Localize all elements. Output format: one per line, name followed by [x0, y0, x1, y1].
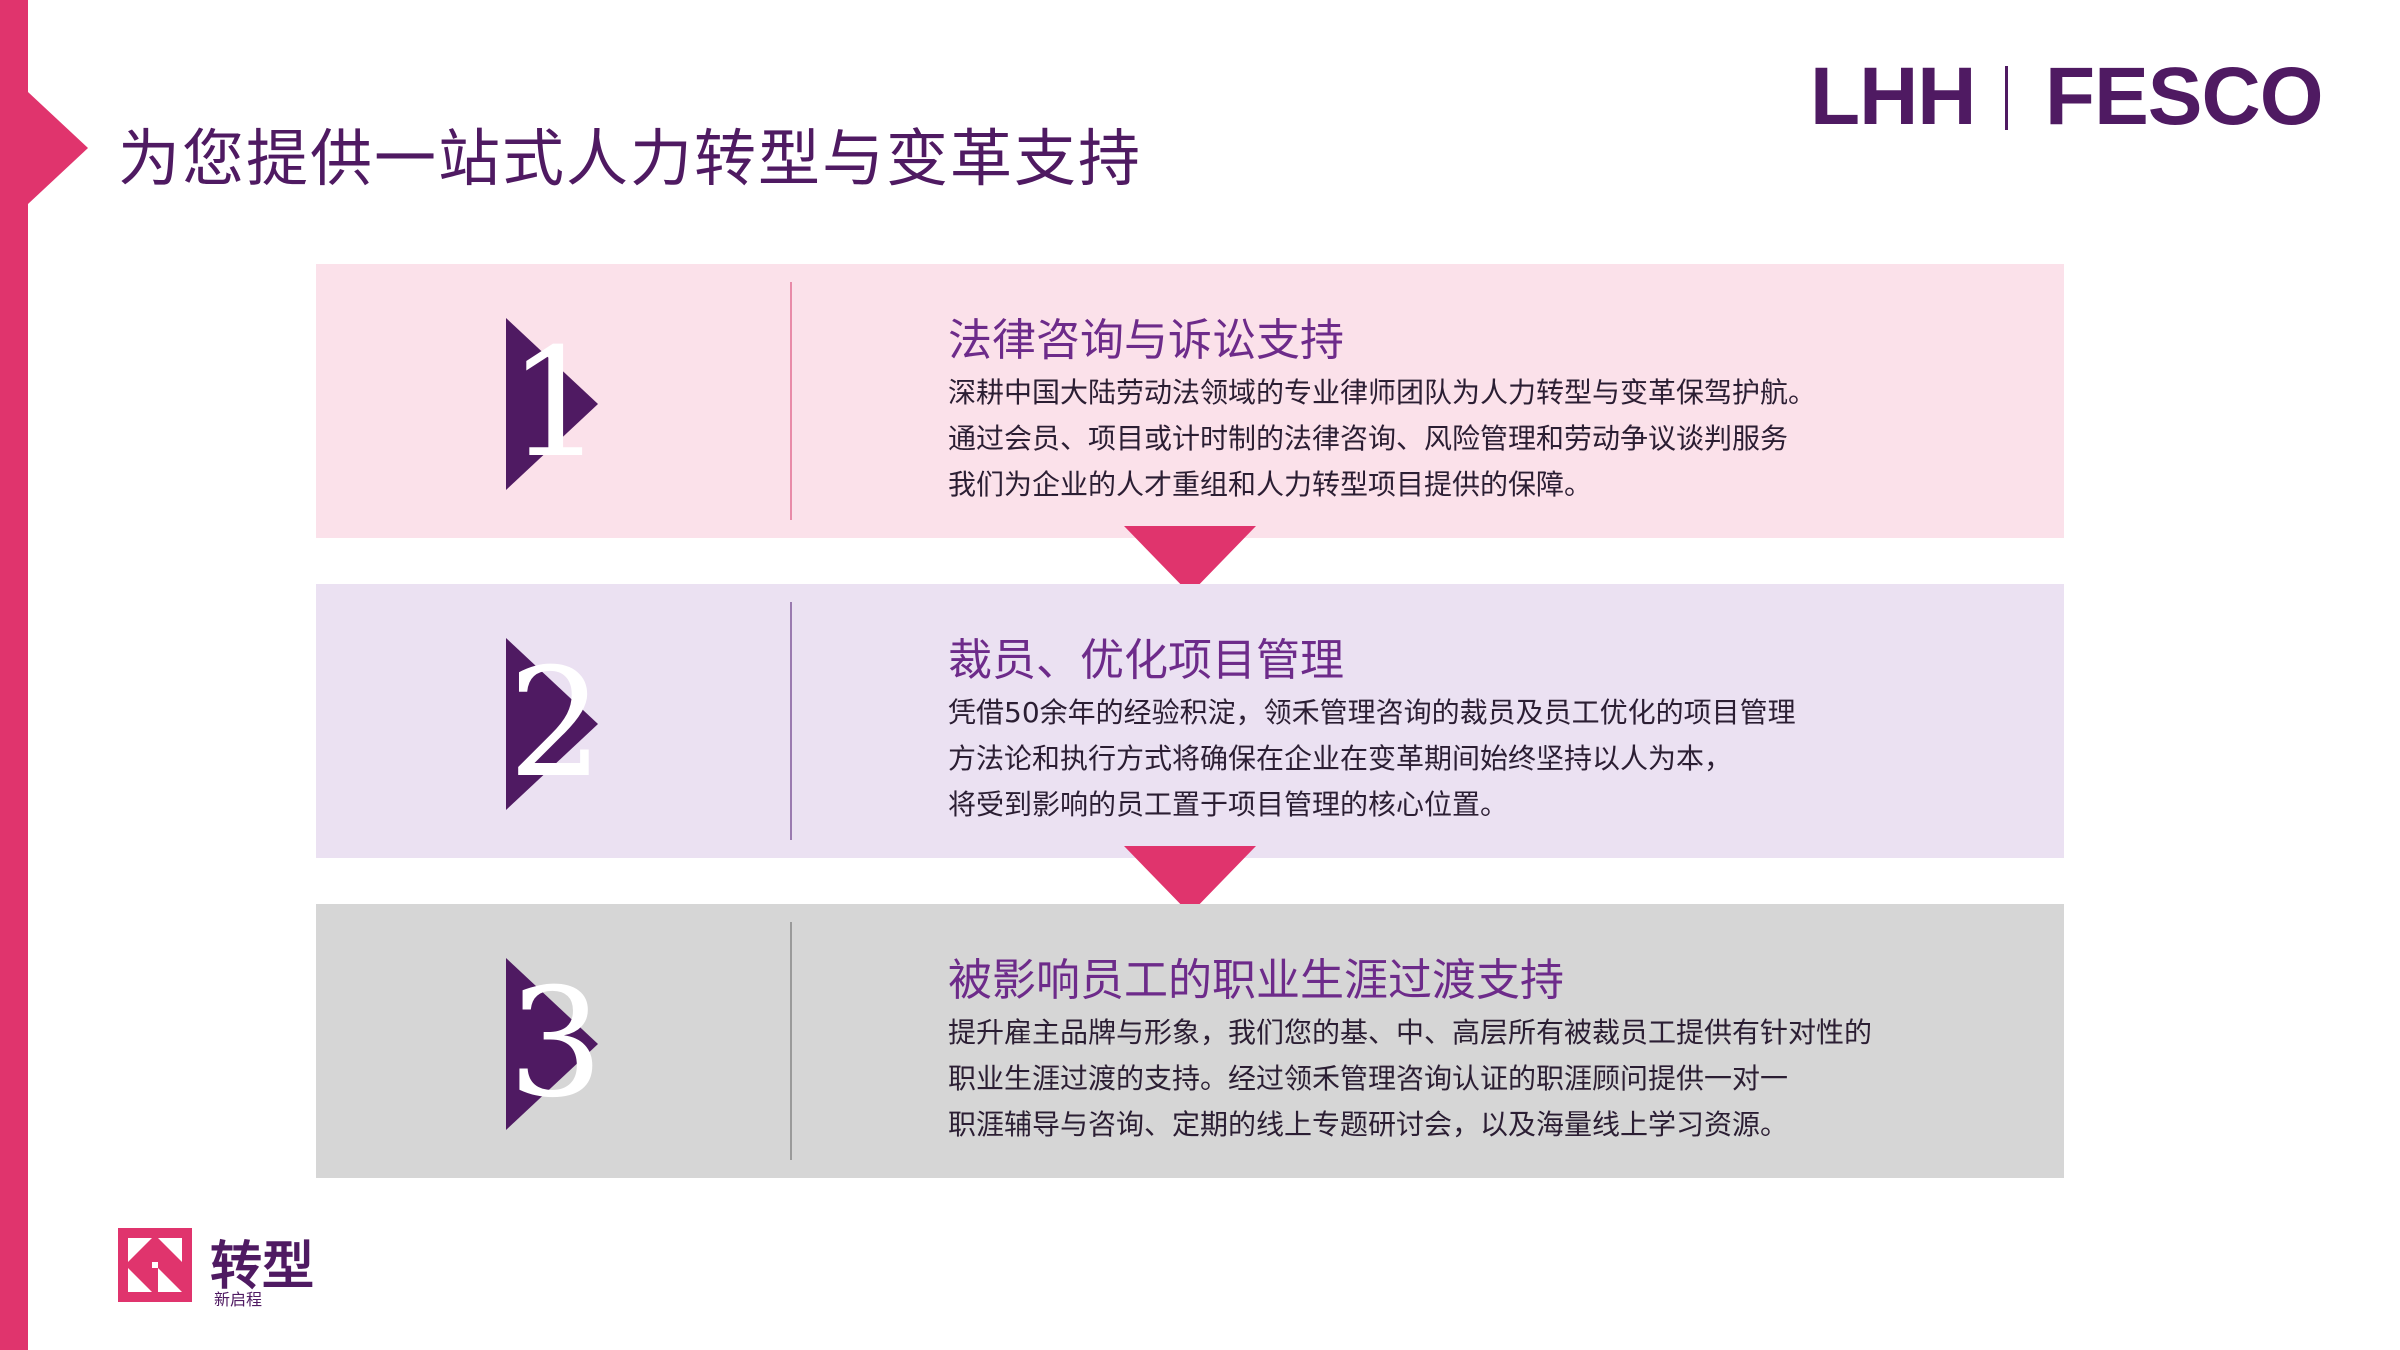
step-number: 1 — [508, 317, 604, 491]
brand-logo-icon — [118, 1228, 192, 1302]
page-title: 为您提供一站式人力转型与变革支持 — [118, 122, 1143, 195]
left-accent-rail — [0, 0, 28, 1350]
step-triangle-icon — [506, 318, 598, 490]
brand-name: 转型 — [210, 1237, 315, 1297]
step-triangle-icon — [506, 958, 598, 1130]
step-number: 2 — [508, 637, 604, 811]
step-card-1: 1 法律咨询与诉讼支持 深耕中国大陆劳动法领域的专业律师团队为人力转型与变革保驾… — [316, 264, 2064, 538]
step-description-line: 通过会员、项目或计时制的法律咨询、风险管理和劳动争议谈判服务 — [948, 422, 1789, 455]
step-title: 裁员、优化项目管理 — [948, 635, 1344, 686]
step-card-3: 3 被影响员工的职业生涯过渡支持 提升雇主品牌与形象，我们您的基、中、高层所有被… — [316, 904, 2064, 1178]
lhh-logo: LHH — [1810, 51, 1977, 142]
step-triangle-icon — [506, 638, 598, 810]
step-card-2: 2 裁员、优化项目管理 凭借50余年的经验积淀，领禾管理咨询的裁员及员工优化的项… — [316, 584, 2064, 858]
step-number: 3 — [508, 957, 604, 1131]
down-arrow-icon — [1124, 846, 1256, 914]
step-divider — [790, 922, 792, 1160]
brand-tagline: 新启程 — [214, 1290, 263, 1309]
title-arrow-marker — [28, 92, 88, 204]
step-description-line: 职涯辅导与咨询、定期的线上专题研讨会，以及海量线上学习资源。 — [948, 1108, 1789, 1141]
step-description-line: 方法论和执行方式将确保在企业在变革期间始终坚持以人为本， — [948, 742, 1733, 775]
step-description-line: 我们为企业的人才重组和人力转型项目提供的保障。 — [948, 468, 1593, 501]
step-description-line: 职业生涯过渡的支持。经过领禾管理咨询认证的职涯顾问提供一对一 — [948, 1062, 1789, 1095]
step-description: 提升雇主品牌与形象，我们您的基、中、高层所有被裁员工提供有针对性的 职业生涯过渡… — [948, 1010, 1872, 1148]
step-description-line: 提升雇主品牌与形象，我们您的基、中、高层所有被裁员工提供有针对性的 — [948, 1016, 1873, 1049]
step-description-line: 凭借50余年的经验积淀，领禾管理咨询的裁员及员工优化的项目管理 — [948, 696, 1796, 729]
step-title: 被影响员工的职业生涯过渡支持 — [948, 955, 1564, 1006]
step-divider — [790, 282, 792, 520]
step-description-line: 将受到影响的员工置于项目管理的核心位置。 — [948, 788, 1509, 821]
down-arrow-icon — [1124, 526, 1256, 594]
step-title: 法律咨询与诉讼支持 — [948, 315, 1344, 366]
step-divider — [790, 602, 792, 840]
fesco-logo: FESCO — [2045, 51, 2323, 142]
step-description: 凭借50余年的经验积淀，领禾管理咨询的裁员及员工优化的项目管理 方法论和执行方式… — [948, 690, 1796, 828]
step-description-line: 深耕中国大陆劳动法领域的专业律师团队为人力转型与变革保驾护航。 — [948, 376, 1817, 409]
step-description: 深耕中国大陆劳动法领域的专业律师团队为人力转型与变革保驾护航。 通过会员、项目或… — [948, 370, 1816, 508]
logo-divider — [2005, 66, 2008, 130]
